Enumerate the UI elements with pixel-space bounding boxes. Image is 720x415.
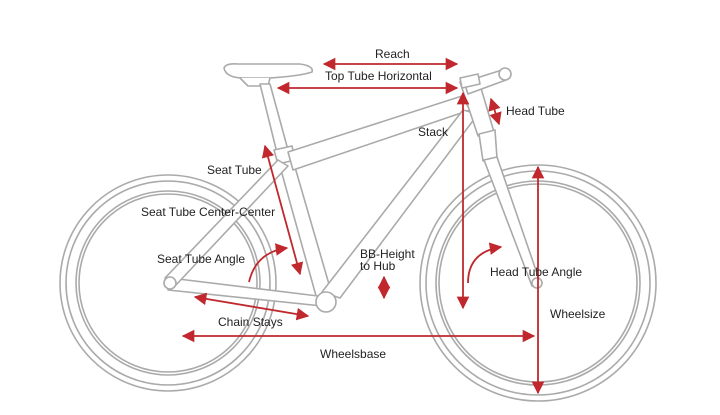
chain-stays-arrow [193,292,310,321]
stem-and-handlebar [459,67,512,95]
head-tube-arrow [488,97,502,126]
top-tube-horizontal-label: Top Tube Horizontal [325,69,432,83]
head-tube-label: Head Tube [506,104,565,118]
seat-tube-angle-arrow [248,243,289,283]
seat-tube-center-center-label: Seat Tube Center-Center [141,205,275,219]
dimension-labels: Reach Top Tube Horizontal Head Tube Stac… [141,47,606,361]
stack-label: Stack [418,125,449,139]
seat-tube-angle-label: Seat Tube Angle [157,252,245,266]
head-tube-angle-label: Head Tube Angle [490,265,582,279]
wheelbase-label: Wheelsbase [320,347,386,361]
wheelsize-label: Wheelsize [550,307,606,321]
bb-height-label-line2: to Hub [360,259,396,273]
dimension-arrows [181,57,545,395]
saddle-and-seatpost [223,63,314,154]
head-tube-angle-arrow [467,242,503,284]
rear-wheel [59,174,277,392]
frame-tubes [163,77,495,313]
seat-tube-label: Seat Tube [207,163,262,177]
seat-tube-arrow [261,144,304,276]
reach-label: Reach [375,47,410,61]
bicycle-frame-drawing [59,63,657,402]
chain-stays-label: Chain Stays [218,315,283,329]
bb-height-label: BB-Height [360,247,415,261]
